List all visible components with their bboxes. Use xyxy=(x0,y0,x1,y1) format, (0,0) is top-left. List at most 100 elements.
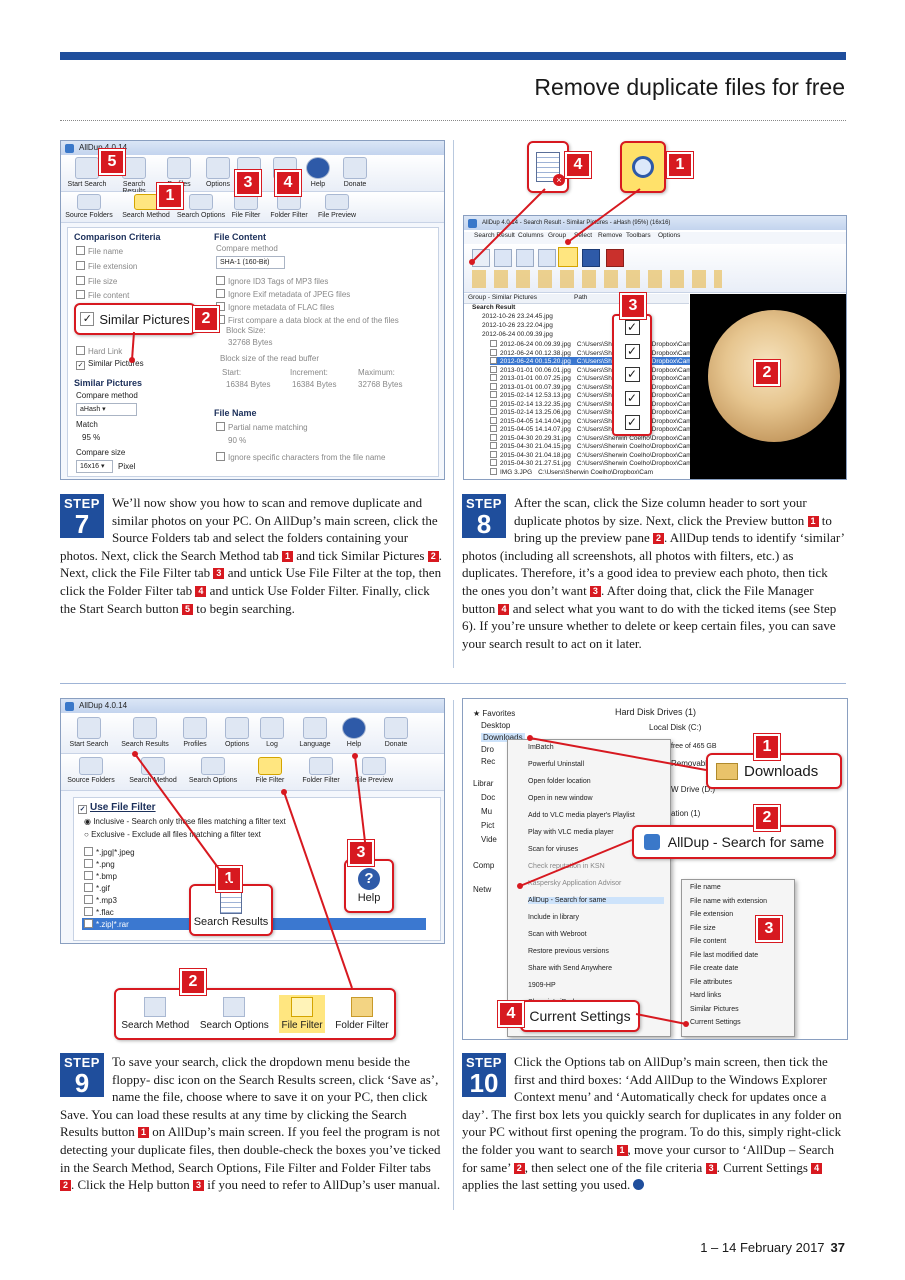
criteria-file-extension[interactable]: File extension xyxy=(76,261,137,271)
submenu-item[interactable]: Hard links xyxy=(690,992,722,999)
tab-file-preview[interactable]: File Preview xyxy=(353,757,395,784)
match-value[interactable]: 95 % xyxy=(82,433,101,442)
nav-desktop[interactable]: Desktop xyxy=(481,721,511,730)
context-menu-item[interactable]: 1909-HP xyxy=(528,982,556,989)
file-checkbox[interactable] xyxy=(490,365,497,373)
group-row[interactable]: 2012-10-26 23.22.04.jpg xyxy=(482,322,553,329)
start-search-button[interactable]: Start Search xyxy=(67,717,111,748)
inclusive-radio[interactable]: ◉ Inclusive - Search only those files ma… xyxy=(84,817,286,826)
file-manager-toolbar-icon[interactable] xyxy=(472,249,490,267)
maximum-value[interactable]: 32768 Bytes xyxy=(358,380,403,389)
similar-compare-method-select[interactable]: aHash ▾ xyxy=(76,403,137,416)
file-checkbox[interactable] xyxy=(490,450,497,458)
tab-folder-filter[interactable]: Folder Filter xyxy=(299,757,343,784)
context-menu-item[interactable]: Powerful Uninstall xyxy=(528,761,585,768)
increment-value[interactable]: 16384 Bytes xyxy=(292,380,337,389)
select-toolbar-icon[interactable] xyxy=(538,249,556,267)
tab-source-folders[interactable]: Source Folders xyxy=(67,757,115,784)
group-toolbar-icon[interactable] xyxy=(516,249,534,267)
filter-bmp[interactable]: *.bmp xyxy=(84,871,117,881)
criteria-hard-link[interactable]: Hard Link xyxy=(76,346,122,356)
nav-dropbox[interactable]: Dro xyxy=(481,745,494,754)
donate-button[interactable]: Donate xyxy=(339,157,371,188)
submenu-item[interactable]: File size xyxy=(690,924,716,932)
criteria-file-name[interactable]: File name xyxy=(76,246,123,256)
help-button[interactable]: Help xyxy=(341,717,367,748)
file-checkbox[interactable] xyxy=(490,442,497,449)
submenu-item[interactable]: File extension xyxy=(690,911,734,918)
submenu-item[interactable]: Similar Pictures xyxy=(690,1005,739,1013)
profiles-button[interactable]: Profiles xyxy=(177,717,213,748)
context-menu-item[interactable]: Open in new window xyxy=(528,795,593,802)
tab-folder-filter[interactable]: Folder Filter xyxy=(269,194,309,219)
language-button[interactable]: Language xyxy=(295,717,335,748)
filter-jpg[interactable]: *.jpg|*.jpeg xyxy=(84,847,135,857)
submenu-item[interactable]: Current Settings xyxy=(690,1019,741,1026)
file-checkbox[interactable] xyxy=(490,374,497,381)
tab-file-filter[interactable]: File Filter xyxy=(229,194,263,219)
context-menu-item[interactable]: ImBatch xyxy=(528,744,554,751)
group-row[interactable]: 2012-10-26 23.24.45.jpg xyxy=(482,313,553,320)
menu-group[interactable]: Group xyxy=(548,232,567,239)
menu-remove[interactable]: Remove xyxy=(598,232,623,239)
ignore-id3-option[interactable]: Ignore ID3 Tags of MP3 files xyxy=(216,276,328,286)
file-checkbox[interactable] xyxy=(490,433,497,441)
compare-size-select[interactable]: 16x16 ▾ xyxy=(76,460,113,473)
filter-png[interactable]: *.png xyxy=(84,859,115,869)
nav-documents[interactable]: Doc xyxy=(481,793,496,802)
partial-name-value[interactable]: 90 % xyxy=(228,436,247,445)
ignore-flac-option[interactable]: Ignore metadata of FLAC files xyxy=(216,302,334,312)
submenu-item[interactable]: File last modified date xyxy=(690,951,759,959)
criteria-file-content[interactable]: File content xyxy=(76,290,129,300)
ignore-exif-option[interactable]: Ignore Exif metadata of JPEG files xyxy=(216,289,350,299)
path-column-header[interactable]: Path xyxy=(574,294,588,301)
use-file-filter-checkbox[interactable]: ✓Use File Filter xyxy=(78,802,156,814)
tab-file-filter[interactable]: File Filter xyxy=(251,757,289,784)
context-menu-item[interactable]: Scan for viruses xyxy=(528,846,579,853)
file-checkbox[interactable] xyxy=(490,408,497,415)
context-menu-item[interactable]: Restore previous versions xyxy=(528,948,609,955)
criteria-similar-pictures[interactable]: ✓Similar Pictures xyxy=(76,359,144,370)
donate-button[interactable]: Donate xyxy=(379,717,413,748)
nav-favorites[interactable]: ★ Favorites xyxy=(473,709,516,718)
nav-music[interactable]: Mu xyxy=(481,807,493,816)
nav-libraries[interactable]: Librar xyxy=(473,779,494,788)
context-menu-item[interactable]: Open folder location xyxy=(528,778,591,785)
save-toolbar-icon[interactable] xyxy=(582,249,600,267)
help-button[interactable]: Help xyxy=(305,157,331,188)
exclusive-radio[interactable]: ○ Exclusive - Exclude all files matching… xyxy=(84,830,261,839)
filter-mp3[interactable]: *.mp3 xyxy=(84,895,117,905)
nav-downloads[interactable]: Downloads xyxy=(481,733,525,742)
columns-toolbar-icon[interactable] xyxy=(494,249,512,267)
criteria-file-size[interactable]: File size xyxy=(76,276,117,286)
menu-search-result[interactable]: Search Result xyxy=(474,232,515,239)
compare-method-select[interactable]: SHA-1 (160-Bit) xyxy=(216,256,285,269)
file-checkbox[interactable] xyxy=(490,382,497,390)
group-row[interactable]: 2012-06-24 00.09.39.jpg xyxy=(482,331,553,338)
file-checkbox[interactable] xyxy=(490,459,497,466)
submenu-item[interactable]: File create date xyxy=(690,965,739,972)
menu-toolbars[interactable]: Toolbars xyxy=(626,232,651,239)
partial-name-option[interactable]: Partial name matching xyxy=(216,422,308,432)
file-checkbox[interactable] xyxy=(490,416,497,424)
file-checkbox[interactable] xyxy=(490,467,497,475)
menu-options[interactable]: Options xyxy=(658,232,681,239)
first-compare-option[interactable]: First compare a data block at the end of… xyxy=(216,315,399,325)
search-results-button[interactable]: Search Results xyxy=(119,717,171,748)
file-checkbox[interactable] xyxy=(490,357,497,364)
group-column-header[interactable]: Group - Similar Pictures xyxy=(468,294,537,301)
start-value[interactable]: 16384 Bytes xyxy=(226,380,271,389)
submenu-item[interactable]: File content xyxy=(690,938,727,945)
filter-gif[interactable]: *.gif xyxy=(84,883,110,893)
tab-search-options[interactable]: Search Options xyxy=(187,757,239,784)
